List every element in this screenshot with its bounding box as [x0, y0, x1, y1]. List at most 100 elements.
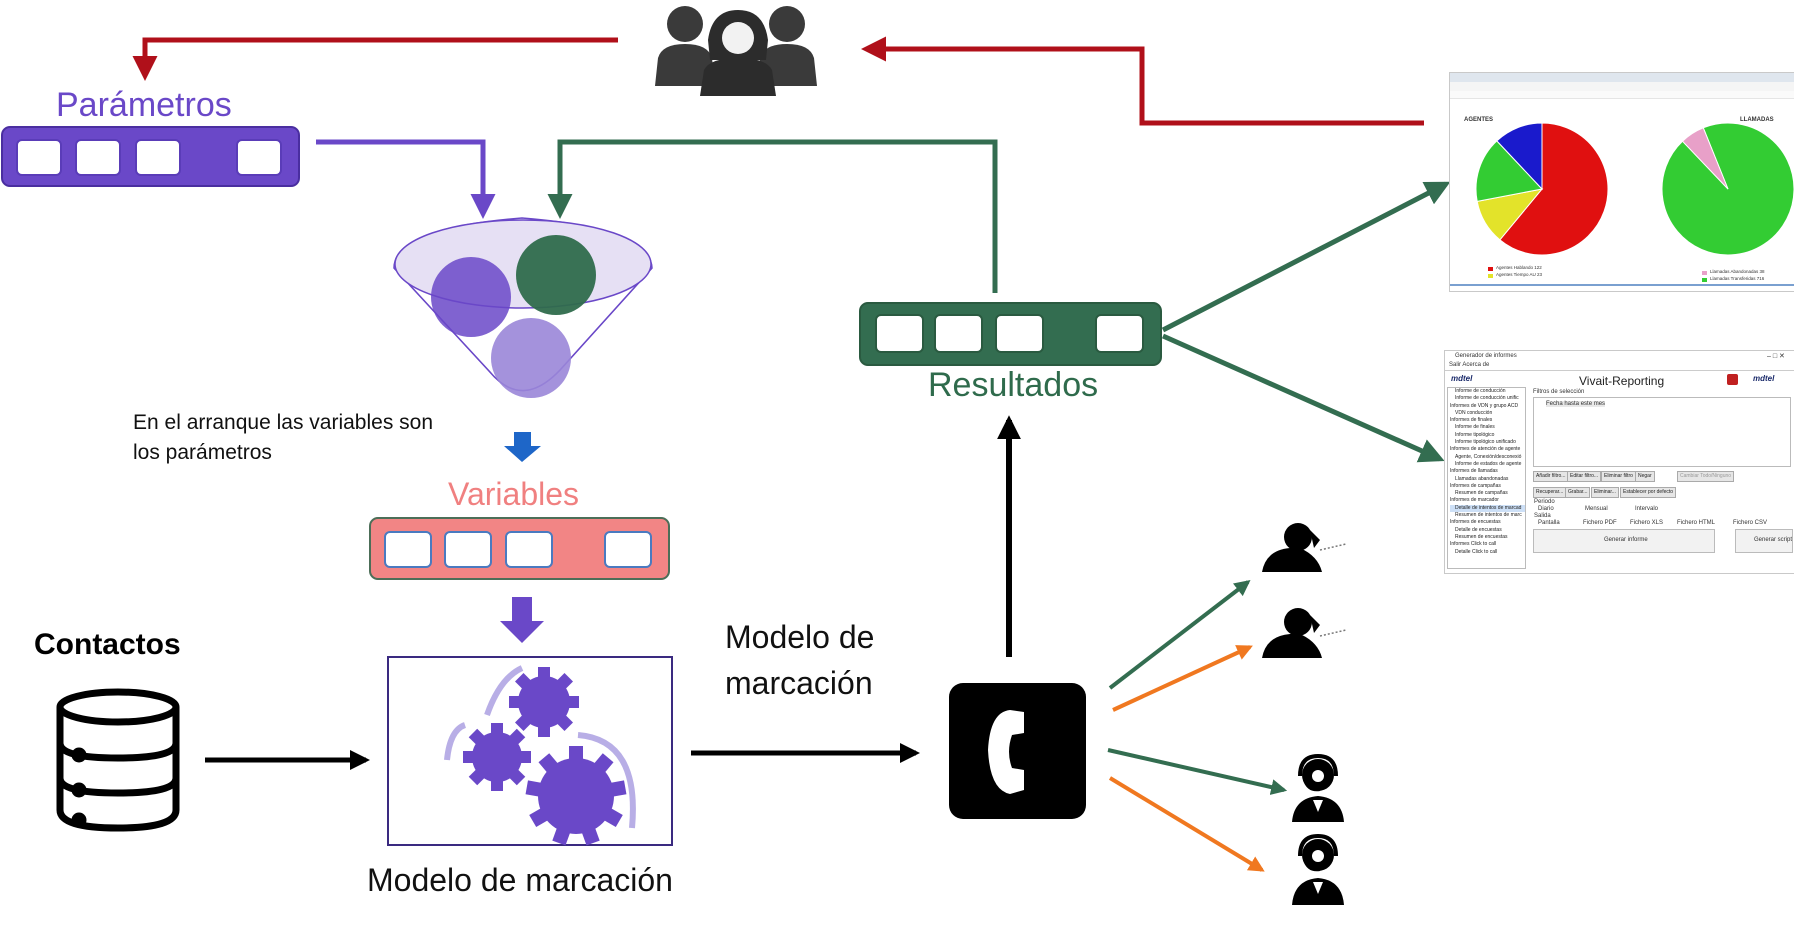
tree-item[interactable]: Informes de llamadas	[1450, 468, 1498, 475]
tree-item[interactable]: Detalle de intentos de marcad	[1450, 504, 1525, 513]
variables-slot	[444, 531, 492, 568]
pie-slice	[1475, 140, 1543, 202]
power-icon[interactable]	[1727, 374, 1738, 385]
edit-filter-button[interactable]: Editar filtro...	[1567, 471, 1602, 482]
tree-item[interactable]: Informe de conducción unific	[1455, 395, 1519, 402]
tree-item[interactable]: Informe de finales	[1455, 424, 1495, 431]
tree-item[interactable]: Informes de campañas	[1450, 482, 1501, 489]
delete-filter-button[interactable]: Eliminar filtro	[1601, 471, 1636, 482]
tree-item[interactable]: VDN conducción	[1455, 409, 1493, 416]
radio-diario[interactable]: Diario	[1538, 506, 1554, 512]
pie-slice	[1499, 122, 1609, 256]
resultados-slot	[1095, 314, 1144, 353]
radio-mensual[interactable]: Mensual	[1585, 506, 1608, 512]
legend-item: Llamadas Abandonadas 38	[1710, 269, 1765, 274]
tree-item[interactable]: Detalle Click to call	[1455, 548, 1498, 555]
tree-item[interactable]: Informes de atención de agente	[1450, 446, 1521, 453]
radio-pantalla[interactable]: Pantalla	[1538, 520, 1560, 526]
recover-button[interactable]: Recuperar...	[1533, 487, 1567, 498]
tree-item[interactable]: Informes de marcador	[1450, 497, 1499, 504]
window-controls[interactable]: – □ ✕	[1767, 353, 1785, 360]
add-filter-button[interactable]: Añadir filtro...	[1533, 471, 1569, 482]
tree-item[interactable]: Resumen de encuestas	[1455, 533, 1508, 540]
toggle-all-button[interactable]: Cambiar Todo/Ninguno	[1677, 471, 1735, 482]
headset-agent-icon	[1292, 753, 1344, 822]
legend-item: Agentes Tiempo AU 23	[1496, 272, 1543, 277]
tree-item[interactable]: Agente, Conexión/desconexió	[1455, 453, 1522, 460]
mdtel-logo-right: mdtel	[1753, 374, 1775, 383]
report-app-title: Vivait-Reporting	[1579, 374, 1665, 388]
legend-swatch	[1488, 267, 1493, 271]
phone-to-agent1-arrow	[1107, 748, 1288, 795]
resultados-to-charts-arrow	[1161, 181, 1451, 333]
generate-report-button[interactable]: Generar informe	[1533, 529, 1715, 553]
tree-item[interactable]: Informe de estados de agente	[1455, 460, 1522, 467]
pie-slice	[1496, 122, 1543, 191]
radio-xls[interactable]: Fichero XLS	[1630, 520, 1664, 526]
delete-button[interactable]: Eliminar...	[1591, 487, 1619, 498]
tree-item[interactable]: Informe de conducción	[1455, 388, 1506, 394]
report-window-title: Generador de informes	[1455, 353, 1517, 359]
headset-agent-icon	[1292, 833, 1344, 905]
parametros-label: Parámetros	[56, 86, 232, 124]
feedback-arrow-to-parametros	[132, 37, 618, 81]
resultados-label: Resultados	[928, 366, 1099, 404]
caller-icon	[1262, 608, 1347, 658]
tree-item[interactable]: Informe tipológico	[1455, 431, 1495, 438]
dial-model-arrow-label: Modelo de marcación	[725, 619, 875, 701]
salida-label: Salida	[1534, 513, 1551, 519]
set-default-button[interactable]: Establecer por defecto	[1620, 487, 1677, 498]
resultados-to-funnel-arrow	[547, 139, 998, 293]
legend-swatch	[1702, 271, 1707, 275]
llamadas-chart-title: LLAMADAS	[1740, 117, 1774, 123]
radio-pdf[interactable]: Fichero PDF	[1583, 520, 1617, 526]
tree-item[interactable]: Informe tipológico unificado	[1455, 439, 1516, 446]
feedback-arrow-from-charts	[861, 36, 1424, 126]
pie-charts	[1450, 122, 1794, 286]
pie-slice	[1661, 122, 1794, 256]
legend-item: Llamadas Transferidas 716	[1710, 276, 1765, 281]
pie-slice	[1681, 127, 1729, 190]
agentes-chart-title: AGENTES	[1464, 117, 1494, 123]
phone-to-caller1-arrow	[1108, 580, 1251, 690]
filters-box[interactable]: Fecha hasta este mes	[1533, 397, 1791, 467]
filter-item[interactable]: Fecha hasta este mes	[1546, 401, 1606, 407]
resultados-slot	[934, 314, 983, 353]
tree-item[interactable]: Informes de finales	[1450, 417, 1493, 424]
save-button[interactable]: Grabar...	[1565, 487, 1591, 498]
variables-bar	[369, 517, 670, 580]
parametros-to-funnel-arrow	[316, 139, 496, 219]
legend-swatch	[1488, 274, 1493, 278]
report-generator-screenshot: Generador de informes – □ ✕ Salir Acerca…	[1444, 350, 1794, 574]
variables-slot	[384, 531, 432, 568]
phone-to-agent2-arrow	[1108, 776, 1265, 872]
radio-intervalo[interactable]: Intervalo	[1635, 506, 1659, 512]
generate-report-label: Generar informe	[1604, 537, 1648, 543]
agentes-pie-chart	[1475, 122, 1609, 256]
resultados-slot	[995, 314, 1044, 353]
generate-script-button[interactable]: Generar script	[1735, 529, 1793, 553]
negate-button[interactable]: Negar	[1635, 471, 1655, 482]
resultados-to-report-arrow	[1161, 333, 1445, 463]
tree-item[interactable]: Detalle de encuestas	[1455, 526, 1502, 533]
tree-item[interactable]: Informes Click to call	[1450, 541, 1497, 548]
funnel-icon	[393, 217, 653, 398]
tree-item[interactable]: Resumen de intentos de marc	[1455, 512, 1522, 519]
radio-html[interactable]: Fichero HTML	[1677, 520, 1716, 526]
funnel-output-arrow	[504, 432, 541, 462]
tree-item[interactable]: Llamadas abandonadas	[1455, 475, 1509, 482]
tree-item[interactable]: Informes de VDN y grupo ACD	[1450, 402, 1519, 409]
parametros-slot	[75, 139, 121, 176]
mdtel-logo: mdtel	[1451, 374, 1473, 383]
radio-csv[interactable]: Fichero CSV	[1733, 520, 1768, 526]
variables-slot	[604, 531, 652, 568]
startup-note: En el arranque las variables son los par…	[133, 411, 434, 464]
dial-model-box-label: Modelo de marcación	[367, 862, 673, 898]
llamadas-pie-chart	[1661, 122, 1794, 256]
tree-item[interactable]: Resumen de campañas	[1455, 490, 1508, 497]
report-menu[interactable]: Salir Acerca de	[1449, 362, 1490, 368]
variables-label: Variables	[448, 476, 580, 512]
legend-swatch	[1702, 278, 1707, 282]
tree-item[interactable]: Informes de encuestas	[1450, 519, 1501, 526]
